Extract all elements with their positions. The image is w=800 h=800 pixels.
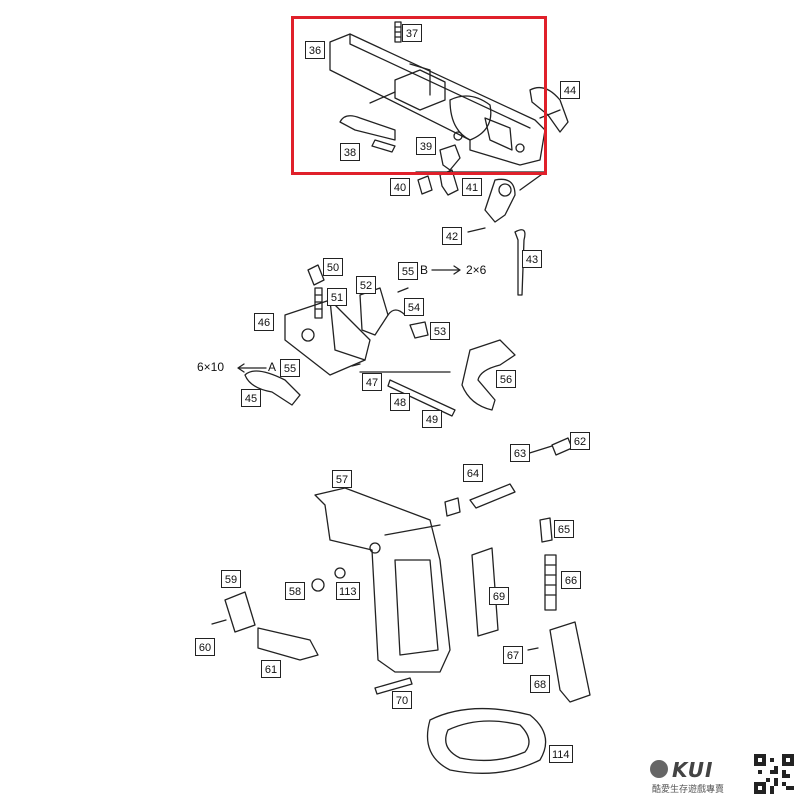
arrow-right-icon [431,265,461,275]
screw-a-letter: A [268,360,277,374]
label-part-39: 39 [416,137,436,155]
part-43-rod [514,229,526,296]
label-part-45: 45 [241,389,261,407]
part-39-lever [439,144,461,171]
arrow-left-icon [237,363,267,373]
part-65-68 [527,517,591,703]
brand-logo: KUI 酷愛生存遊戲專賣 [650,758,745,794]
part-44-strut [529,86,569,133]
screw-b-size: 2×6 [466,263,487,277]
label-part-52: 52 [356,276,376,294]
brand-tagline: 酷愛生存遊戲專賣 [652,784,725,794]
part-47-49-pins [351,363,456,417]
label-part-51: 51 [327,288,347,306]
label-part-50: 50 [323,258,343,276]
brand-mark-icon [650,760,668,778]
label-part-56: 56 [496,370,516,388]
label-part-40: 40 [390,178,410,196]
label-part-55-b: 55 [398,262,418,280]
part-58-113 [311,567,346,592]
part-69-housing [471,547,499,637]
part-57-frame [314,487,451,673]
label-part-64: 64 [463,464,483,482]
label-part-59: 59 [221,570,241,588]
part-50-51 [307,264,325,319]
label-part-36: 36 [305,41,325,59]
label-part-46: 46 [254,313,274,331]
label-part-113: 113 [336,582,360,600]
label-part-43: 43 [522,250,542,268]
part-45-safety [244,370,301,406]
label-part-42: 42 [442,227,462,245]
part-70-pin [374,677,413,695]
label-part-49: 49 [422,410,442,428]
label-part-66: 66 [561,571,581,589]
label-part-54: 54 [404,298,424,316]
label-part-53: 53 [430,322,450,340]
label-part-58: 58 [285,582,305,600]
label-part-41: 41 [462,178,482,196]
label-part-67: 67 [503,646,523,664]
brand-mark: KUI [672,758,714,782]
label-part-37: 37 [402,24,422,42]
label-part-48: 48 [390,393,410,411]
label-part-47: 47 [362,373,382,391]
label-part-60: 60 [195,638,215,656]
part-42-hammer [467,178,516,233]
label-part-62: 62 [570,432,590,450]
screw-b-letter: B [420,263,429,277]
label-part-69: 69 [489,587,509,605]
part-52-54 [359,287,429,339]
part-36-housing [329,33,546,166]
part-114-magwell [426,707,547,774]
label-part-65: 65 [554,520,574,538]
part-56-grip-safety [461,339,516,411]
label-part-44: 44 [560,81,580,99]
part-59-61 [211,591,319,661]
label-part-63: 63 [510,444,530,462]
label-part-114: 114 [549,745,573,763]
label-part-57: 57 [332,470,352,488]
label-part-68: 68 [530,675,550,693]
label-part-70: 70 [392,691,412,709]
label-part-55-a: 55 [280,359,300,377]
part-37-pin [394,21,402,43]
part-38-pins [339,91,396,153]
highlight-box [291,16,547,175]
label-part-38: 38 [340,143,360,161]
qr-code-icon [754,754,794,794]
label-part-61: 61 [261,660,281,678]
screw-a-size: 6×10 [197,360,225,374]
